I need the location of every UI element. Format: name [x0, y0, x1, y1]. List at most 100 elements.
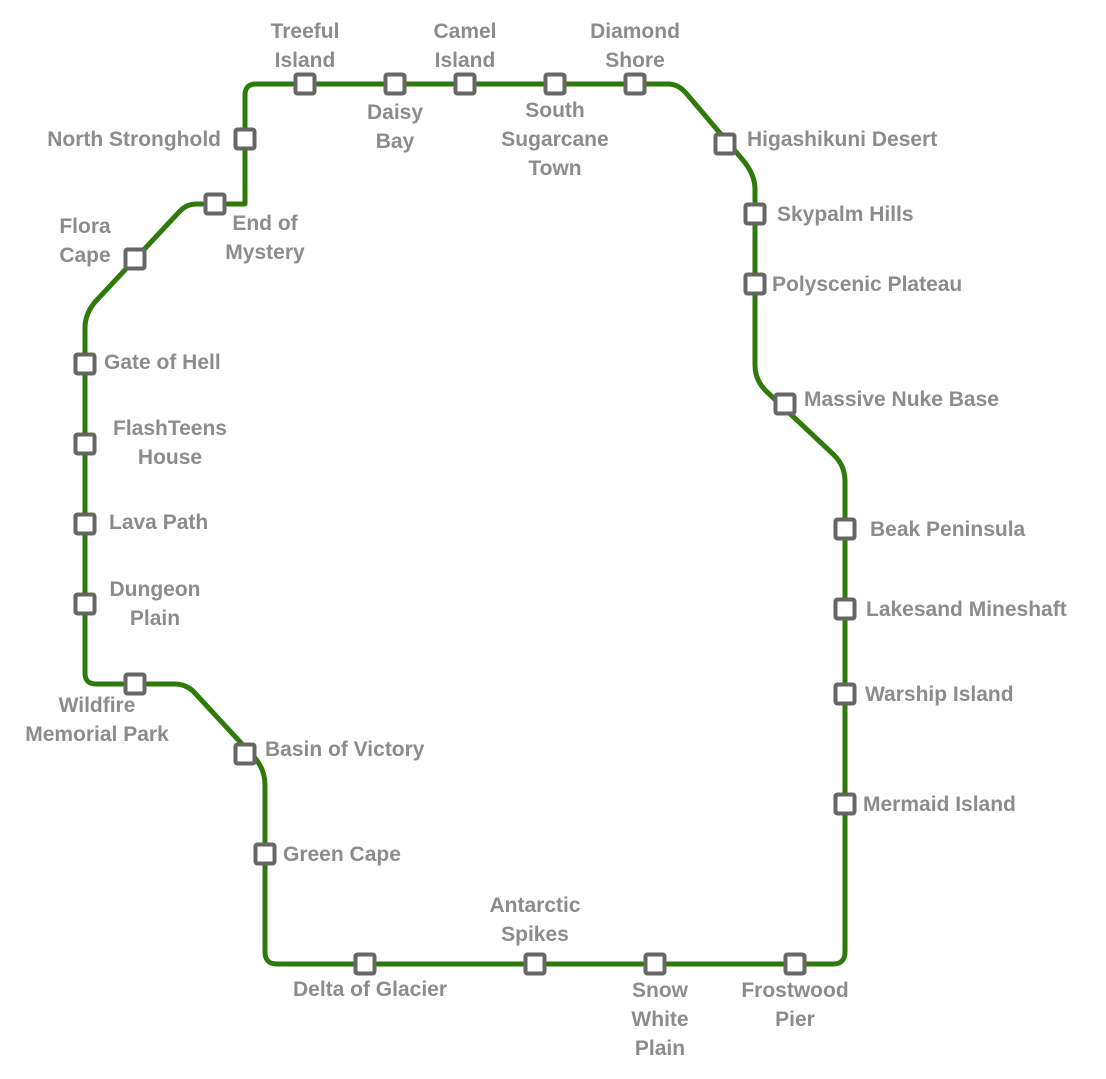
station-label-line: Green Cape	[283, 843, 401, 866]
station-snow-white-plain[interactable]	[643, 952, 667, 976]
station-marker[interactable]	[833, 682, 857, 706]
station-marker[interactable]	[233, 742, 257, 766]
station-beak-peninsula[interactable]	[833, 517, 857, 541]
station-warship-island[interactable]	[833, 682, 857, 706]
station-label-mermaid-island: Mermaid Island	[863, 793, 1016, 816]
station-delta-of-glacier[interactable]	[353, 952, 377, 976]
station-marker[interactable]	[643, 952, 667, 976]
station-marker[interactable]	[203, 192, 227, 216]
station-marker[interactable]	[73, 512, 97, 536]
station-marker[interactable]	[73, 352, 97, 376]
station-lakesand-mineshaft[interactable]	[833, 597, 857, 621]
transit-route-line	[82, 81, 848, 967]
station-label-line: Mermaid Island	[863, 793, 1016, 816]
station-marker[interactable]	[123, 672, 147, 696]
station-marker[interactable]	[233, 127, 257, 151]
station-label-line: Frostwood	[741, 979, 848, 1002]
station-label-massive-nuke-base: Massive Nuke Base	[804, 388, 999, 411]
station-marker[interactable]	[833, 792, 857, 816]
station-label-line: Treeful	[271, 20, 340, 43]
station-label-line: Plain	[635, 1037, 685, 1060]
station-skypalm-hills[interactable]	[743, 202, 767, 226]
station-label-line: Lava Path	[109, 511, 208, 534]
station-basin-of-victory[interactable]	[233, 742, 257, 766]
station-label-gate-of-hell: Gate of Hell	[104, 351, 221, 374]
station-marker[interactable]	[833, 597, 857, 621]
station-marker[interactable]	[713, 132, 737, 156]
station-marker[interactable]	[383, 72, 407, 96]
station-flora-cape[interactable]	[123, 247, 147, 271]
station-marker[interactable]	[743, 202, 767, 226]
station-marker[interactable]	[73, 432, 97, 456]
station-label-skypalm-hills: Skypalm Hills	[777, 203, 914, 226]
station-massive-nuke-base[interactable]	[773, 392, 797, 416]
station-label-line: Higashikuni Desert	[747, 128, 937, 151]
station-marker[interactable]	[773, 392, 797, 416]
station-label-line: Island	[275, 49, 336, 72]
station-label-line: Sugarcane	[501, 128, 608, 151]
station-marker[interactable]	[743, 272, 767, 296]
station-label-line: FlashTeens	[113, 417, 227, 440]
station-label-line: Mystery	[225, 241, 305, 264]
station-label-line: Island	[435, 49, 496, 72]
station-label-line: Daisy	[367, 101, 423, 124]
station-label-line: Skypalm Hills	[777, 203, 914, 226]
station-camel-island[interactable]	[453, 72, 477, 96]
station-mermaid-island[interactable]	[833, 792, 857, 816]
station-wildfire-memorial-park[interactable]	[123, 672, 147, 696]
station-label-delta-of-glacier: Delta of Glacier	[293, 978, 447, 1001]
station-label-line: Basin of Victory	[265, 738, 425, 761]
station-treeful-island[interactable]	[293, 72, 317, 96]
station-marker[interactable]	[353, 952, 377, 976]
station-label-line: White	[631, 1008, 688, 1031]
station-marker[interactable]	[293, 72, 317, 96]
station-label-green-cape: Green Cape	[283, 843, 401, 866]
station-label-line: Beak Peninsula	[870, 518, 1026, 541]
station-label-lakesand-mineshaft: Lakesand Mineshaft	[866, 598, 1067, 621]
station-marker[interactable]	[123, 247, 147, 271]
station-marker[interactable]	[73, 592, 97, 616]
station-diamond-shore[interactable]	[623, 72, 647, 96]
station-label-line: House	[138, 446, 202, 469]
station-south-sugarcane-town[interactable]	[543, 72, 567, 96]
station-marker[interactable]	[833, 517, 857, 541]
station-end-of-mystery[interactable]	[203, 192, 227, 216]
station-marker[interactable]	[253, 842, 277, 866]
station-frostwood-pier[interactable]	[783, 952, 807, 976]
station-label-line: Snow	[632, 979, 689, 1002]
station-antarctic-spikes[interactable]	[523, 952, 547, 976]
station-marker[interactable]	[623, 72, 647, 96]
station-higashikuni-desert[interactable]	[713, 132, 737, 156]
station-dungeon-plain[interactable]	[73, 592, 97, 616]
station-polyscenic-plateau[interactable]	[743, 272, 767, 296]
station-marker[interactable]	[453, 72, 477, 96]
station-label-line: Dungeon	[110, 578, 201, 601]
station-label-line: Spikes	[501, 923, 569, 946]
station-label-line: Shore	[605, 49, 665, 72]
station-lava-path[interactable]	[73, 512, 97, 536]
station-label-beak-peninsula: Beak Peninsula	[870, 518, 1026, 541]
station-marker[interactable]	[783, 952, 807, 976]
station-flashteens-house[interactable]	[73, 432, 97, 456]
station-north-stronghold[interactable]	[233, 127, 257, 151]
station-label-polyscenic-plateau: Polyscenic Plateau	[772, 273, 962, 296]
station-marker[interactable]	[523, 952, 547, 976]
station-gate-of-hell[interactable]	[73, 352, 97, 376]
station-label-line: South	[525, 99, 584, 122]
station-marker[interactable]	[543, 72, 567, 96]
station-green-cape[interactable]	[253, 842, 277, 866]
station-label-line: Massive Nuke Base	[804, 388, 999, 411]
station-daisy-bay[interactable]	[383, 72, 407, 96]
station-label-line: Warship Island	[865, 683, 1014, 706]
